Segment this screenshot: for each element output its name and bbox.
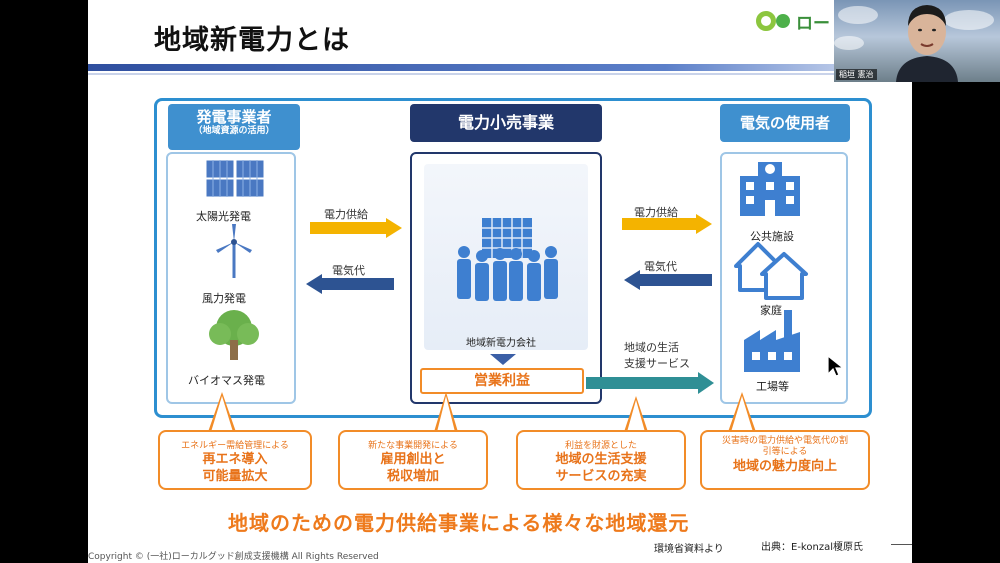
company-people-icon bbox=[457, 218, 558, 301]
fee-arrow-left bbox=[306, 274, 394, 294]
copyright: Copyright © (一社)ローカルグッド創成支援機構 All Rights… bbox=[88, 552, 379, 562]
source-label-biomass: バイオマス発電 bbox=[188, 374, 265, 387]
callout-life-support-small: 利益を財源とした bbox=[564, 441, 637, 451]
callout-renewable-main: 再エネ導入 可能量拡大 bbox=[202, 452, 268, 484]
generator-header: 発電事業者 （地域資源の活用） bbox=[168, 104, 300, 150]
callout-employment-main: 雇用創出と 税収増加 bbox=[380, 452, 446, 484]
slide-title: 地域新電力とは bbox=[154, 25, 350, 56]
retail-company-label: 地域新電力会社 bbox=[466, 338, 536, 349]
tree-icon bbox=[209, 310, 259, 360]
callout-renewable-small: エネルギー需給管理による bbox=[181, 441, 289, 451]
flow-label-fee-left: 電気代 bbox=[332, 264, 365, 277]
title-divider-thin bbox=[88, 73, 912, 75]
operating-profit-box: 営業利益 bbox=[420, 368, 584, 394]
callout-life-support: 利益を財源とした 地域の生活支援 サービスの充実 bbox=[516, 430, 686, 490]
flow-label-supply-left: 電力供給 bbox=[324, 208, 368, 221]
public-building-icon bbox=[740, 162, 800, 216]
source-label-solar: 太陽光発電 bbox=[196, 210, 251, 223]
user-label-home: 家庭 bbox=[760, 304, 782, 317]
callout-renewable: エネルギー需給管理による 再エネ導入 可能量拡大 bbox=[158, 430, 312, 490]
logo-mark-icon bbox=[756, 10, 792, 32]
generator-title: 発電事業者 bbox=[196, 108, 272, 126]
user-label-factory: 工場等 bbox=[756, 380, 789, 393]
user-label-public: 公共施設 bbox=[750, 230, 794, 243]
wind-turbine-icon bbox=[216, 224, 252, 278]
callout-attractiveness-small: 災害時の電力供給や電気代の割 引等による bbox=[721, 436, 848, 457]
participant-video[interactable]: 稲垣 憲治 bbox=[834, 0, 1000, 82]
flow-label-supply-right: 電力供給 bbox=[634, 206, 678, 219]
life-support-arrow bbox=[586, 372, 714, 394]
source-credit: 出典：E-konzal榎原氏 bbox=[761, 542, 863, 553]
user-header: 電気の使用者 bbox=[720, 104, 850, 142]
callout-tail-3-fill bbox=[627, 400, 645, 432]
callout-attractiveness: 災害時の電力供給や電気代の割 引等による 地域の魅力度向上 bbox=[700, 430, 870, 490]
supply-arrow-left bbox=[310, 218, 402, 238]
flow-label-life-support: 地域の生活 支援サービス bbox=[624, 341, 690, 370]
mouse-cursor-icon bbox=[827, 354, 845, 377]
source-rule bbox=[891, 544, 912, 545]
down-triangle-icon bbox=[490, 354, 516, 365]
callout-tail-2-fill bbox=[437, 396, 455, 432]
flow-label-fee-right: 電気代 bbox=[644, 260, 677, 273]
logo: ロー bbox=[756, 8, 830, 34]
bottom-message: 地域のための電力供給事業による様々な地域還元 bbox=[228, 511, 690, 535]
supply-arrow-right bbox=[622, 214, 712, 234]
factory-icon bbox=[744, 310, 800, 372]
participant-name: 稲垣 憲治 bbox=[836, 69, 877, 80]
generator-subtitle: （地域資源の活用） bbox=[193, 126, 275, 136]
presentation-slide: 地域新電力とは ロー 発電事業者 （地域資源の活用） 電力小売事業 電気の使用者… bbox=[88, 0, 912, 563]
title-divider bbox=[88, 64, 912, 71]
retail-header: 電力小売事業 bbox=[410, 104, 602, 142]
callout-tail-1-fill bbox=[211, 396, 233, 432]
callout-employment-small: 新たな事業開発による bbox=[368, 441, 458, 451]
solar-panel-icon bbox=[205, 159, 265, 198]
fee-arrow-right bbox=[624, 270, 712, 290]
callout-life-support-main: 地域の生活支援 サービスの充実 bbox=[555, 452, 647, 484]
diagram-frame bbox=[154, 98, 872, 418]
person-avatar bbox=[896, 5, 958, 82]
callout-employment: 新たな事業開発による 雇用創出と 税収増加 bbox=[338, 430, 488, 490]
houses-icon bbox=[734, 242, 808, 300]
source-label-wind: 風力発電 bbox=[202, 292, 246, 305]
logo-text: ロー bbox=[796, 13, 830, 34]
source-ministry: 環境省資料より bbox=[654, 544, 724, 555]
callout-tail-4-fill bbox=[731, 396, 753, 432]
callout-attractiveness-main: 地域の魅力度向上 bbox=[732, 459, 837, 474]
